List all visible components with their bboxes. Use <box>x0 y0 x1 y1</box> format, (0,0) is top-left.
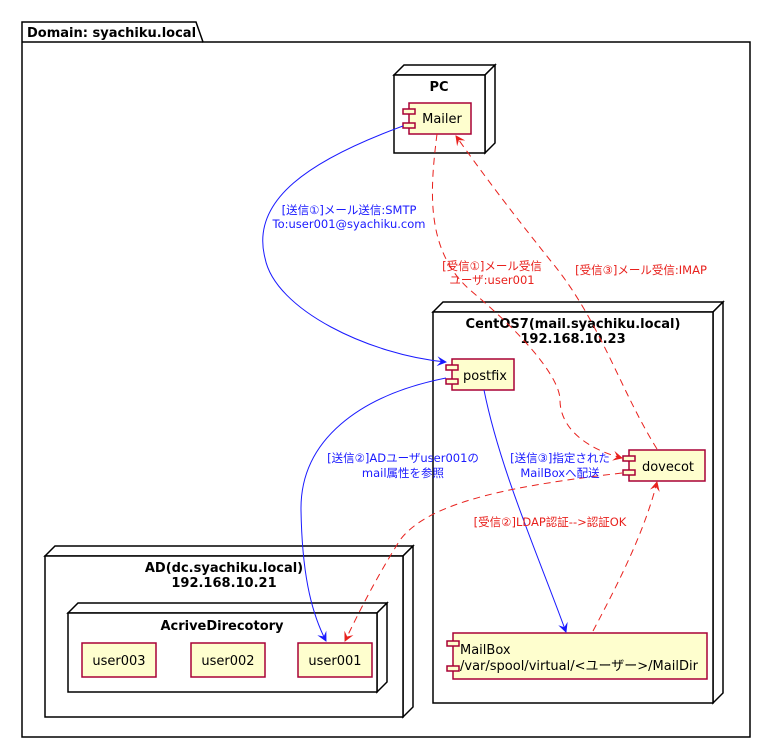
user-user003[interactable]: user003 <box>81 642 157 678</box>
edge-send1-arrow <box>262 125 447 367</box>
user-user001[interactable]: user001 <box>297 642 373 678</box>
edge-send3-label-2: MailBoxへ配送 <box>520 466 600 480</box>
edge-recv3-arrow <box>455 135 658 450</box>
component-dovecot[interactable]: dovecot <box>622 449 706 482</box>
edge-recv1-label-2: ユーザ:user001 <box>449 273 534 287</box>
user001-label: user001 <box>308 654 361 669</box>
user-user002[interactable]: user002 <box>190 642 266 678</box>
edge-recv1-arrow <box>431 133 623 461</box>
mailbox-label: MailBox <box>460 643 511 658</box>
edge-send1-label-1: [送信①]メール送信:SMTP <box>282 203 417 217</box>
edge-recv1-label-1: [受信①]メール受信 <box>442 259 542 273</box>
edge-recv2-arrow <box>344 472 623 642</box>
edge-send2-label-1: [送信②]ADユーザuser001の <box>327 451 479 465</box>
edge-send2-label-2: mail属性を参照 <box>362 466 444 480</box>
node-centos-title: CentOS7(mail.syachiku.local) <box>466 317 681 332</box>
postfix-label: postfix <box>463 369 507 384</box>
mailer-label: Mailer <box>422 112 462 127</box>
mailbox-path: /var/spool/virtual/<ユーザー>/MailDir <box>460 659 699 674</box>
node-ad-title: AD(dc.syachiku.local) <box>145 561 303 576</box>
node-centos-ip: 192.168.10.23 <box>520 332 625 347</box>
edge-recv3-label: [受信③]メール受信:IMAP <box>575 263 707 277</box>
node-acrive-title: AcriveDirecotory <box>160 619 284 634</box>
dovecot-label: dovecot <box>642 460 694 475</box>
user002-label: user002 <box>201 654 254 669</box>
user003-label: user003 <box>92 654 145 669</box>
edge-send3-label-1: [送信③]指定された <box>510 451 610 465</box>
edge-send1-label-2: To:user001@syachiku.com <box>272 217 426 231</box>
node-ad-ip: 192.168.10.21 <box>171 576 276 591</box>
edge-send2-arrow <box>300 377 447 642</box>
edge-recv2-label: [受信②]LDAP認証-->認証OK <box>474 515 627 529</box>
edge-send3-arrow <box>483 389 568 633</box>
component-postfix[interactable]: postfix <box>445 358 515 391</box>
component-mailbox[interactable]: MailBox /var/spool/virtual/<ユーザー>/MailDi… <box>446 632 708 680</box>
component-mailer[interactable]: Mailer <box>402 102 472 135</box>
domain-frame-label: Domain: syachiku.local <box>27 26 196 41</box>
node-pc-title: PC <box>429 80 448 95</box>
edge-mailbox-dovecot-arrow <box>592 481 660 632</box>
